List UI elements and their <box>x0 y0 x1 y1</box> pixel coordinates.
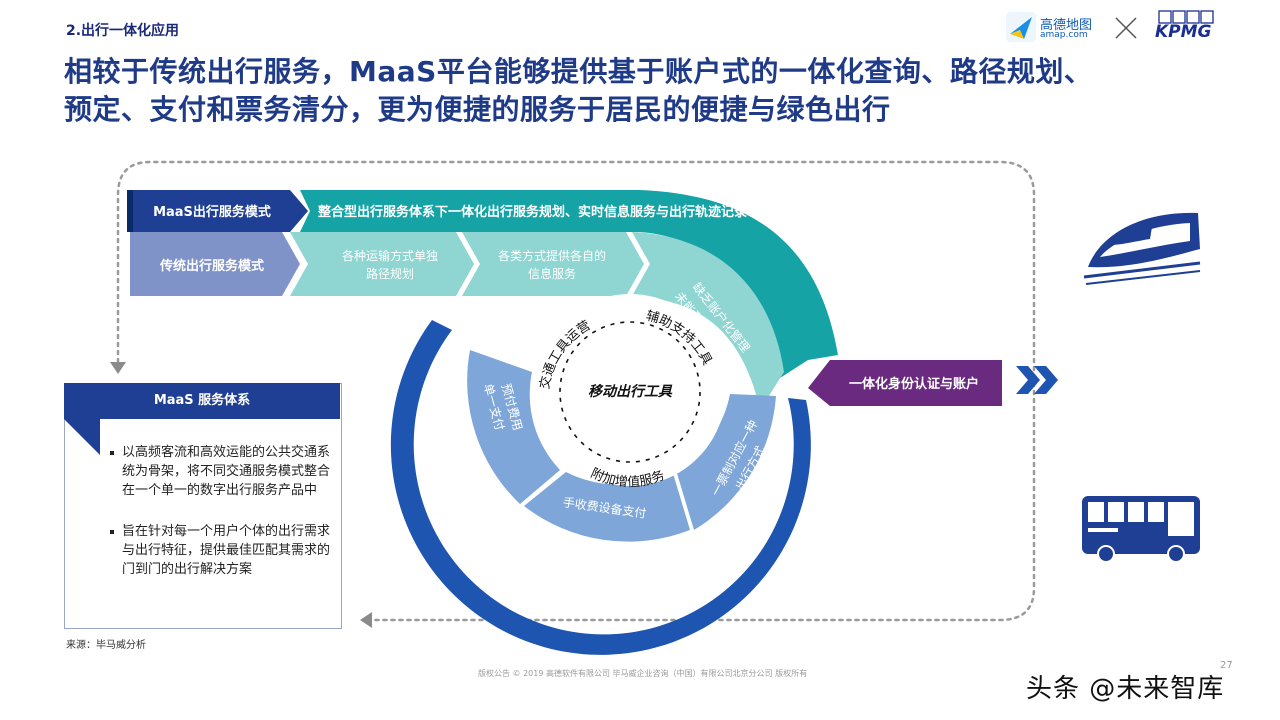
page-number: 27 <box>1220 660 1233 671</box>
dotted-arrowhead-down <box>110 362 126 374</box>
maas-mode-desc: 整合型出行服务体系下一体化出行服务规划、实时信息服务与出行轨迹记录 <box>317 204 747 220</box>
inner-ring-bottom <box>524 470 690 542</box>
outer-navy-ring <box>390 320 811 655</box>
amap-logo-icon <box>1006 12 1036 42</box>
step2-line2: 信息服务 <box>528 266 576 281</box>
dotted-loop <box>116 160 1036 622</box>
kpmg-boxes-icon <box>1158 10 1214 24</box>
bullet-2-dot <box>110 530 114 534</box>
step1-line2: 路径规划 <box>366 266 414 281</box>
section-title: 2.出行一体化应用 <box>66 23 180 39</box>
cross-divider-icon <box>1115 17 1137 39</box>
traditional-step-2 <box>462 232 644 296</box>
step2-line1: 各类方式提供各自的 <box>498 248 606 263</box>
copyright: 版权公告 © 2019 高德软件有限公司 毕马威企业咨询（中国）有限公司北京分公… <box>478 669 808 678</box>
train-icon <box>1083 212 1201 285</box>
traditional-step-3 <box>632 232 784 410</box>
inner-ring-left <box>467 350 560 504</box>
maas-mode-box <box>130 190 308 232</box>
inner-ring-right <box>676 394 776 530</box>
headline-line-2: 预定、支付和票务清分，更为便捷的服务于居民的便捷与绿色出行 <box>64 93 891 126</box>
headline-line-1: 相较于传统出行服务，MaaS平台能够提供基于账户式的一体化查询、路径规划、 <box>64 55 1093 88</box>
amap-logo-name: 高德地图 <box>1040 18 1093 33</box>
traditional-step-1 <box>290 232 474 296</box>
identity-arrow-box <box>808 360 1002 406</box>
source-note: 来源：毕马威分析 <box>66 640 146 651</box>
traditional-mode-label: 传统出行服务模式 <box>159 258 264 274</box>
traditional-mode-box <box>130 232 300 296</box>
panel-title: MaaS 服务体系 <box>64 383 340 419</box>
panel-bullet-2: 旨在针对每一个用户个体的出行需求与出行特征，提供最佳匹配其需求的门到门的出行解决… <box>122 524 331 577</box>
step1-line1: 各种运输方式单独 <box>342 248 438 263</box>
panel-corner-fold <box>64 419 100 455</box>
bus-icon <box>1082 496 1200 563</box>
amap-logo-url: amap.com <box>1040 30 1088 40</box>
identity-label: 一体化身份认证与账户 <box>849 376 979 392</box>
bullet-1-dot <box>110 451 114 455</box>
kpmg-logo: KPMG <box>1155 22 1212 42</box>
watermark: 头条 @未来智库 <box>1026 674 1225 704</box>
dotted-arrowhead-left <box>360 612 372 628</box>
maas-service-panel <box>64 383 342 629</box>
panel-bullet-1: 以高频客流和高效运能的公共交通系统为骨架，将不同交通服务模式整合在一个单一的数字… <box>122 445 331 498</box>
core-title: 移动出行工具 <box>588 383 673 400</box>
double-chevron-icon <box>1016 366 1058 394</box>
maas-teal-band <box>300 190 838 378</box>
maas-mode-label: MaaS出行服务模式 <box>153 204 271 220</box>
